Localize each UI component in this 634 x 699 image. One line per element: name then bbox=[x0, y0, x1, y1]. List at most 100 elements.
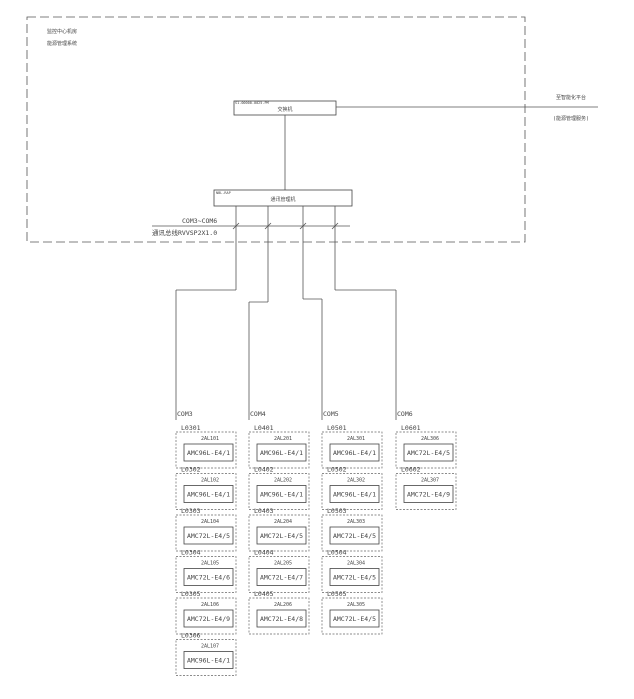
meter-model: AMC96L-E4/1 bbox=[260, 449, 303, 457]
meter-enclosure bbox=[175, 514, 237, 552]
meter-enclosure bbox=[175, 431, 237, 469]
meter-box bbox=[256, 568, 307, 586]
meter-box bbox=[256, 526, 307, 545]
com-port-label: COM5 bbox=[323, 410, 339, 418]
meter-tag: 2AL101 bbox=[201, 436, 219, 442]
meter-tag: 2AL202 bbox=[274, 478, 292, 484]
meter-enclosure bbox=[175, 556, 237, 593]
meter-box bbox=[329, 485, 380, 503]
meter-model: AMC72L-E4/5 bbox=[333, 532, 376, 540]
meter-enclosure bbox=[248, 431, 310, 469]
meter-box bbox=[403, 485, 454, 503]
meter-tag: 2AL102 bbox=[201, 478, 219, 484]
bus-label-ports: COM3~COM6 bbox=[182, 217, 217, 225]
meter-loop-id: L0503 bbox=[327, 507, 347, 515]
meter-model: AMC72L-E4/5 bbox=[333, 574, 376, 582]
meter-columns: COM3L03012AL101AMC96L-E4/1L03022AL102AMC… bbox=[175, 410, 457, 676]
meter-model: AMC72L-E4/7 bbox=[260, 574, 303, 582]
meter-loop-id: L0303 bbox=[181, 507, 201, 515]
meter-tag: 2AL305 bbox=[347, 602, 365, 608]
meter-tag: 2AL306 bbox=[421, 436, 439, 442]
meter-box bbox=[183, 609, 234, 628]
meter-box bbox=[329, 609, 380, 628]
meter-enclosure bbox=[321, 473, 383, 510]
meter-tag: 2AL204 bbox=[274, 519, 292, 525]
bus-wiring bbox=[175, 206, 397, 420]
meter-column-com5: COM5L05012AL301AMC96L-E4/1L05022AL302AMC… bbox=[321, 410, 383, 635]
meter-model: AMC72L-E4/9 bbox=[407, 491, 450, 499]
meter-box bbox=[329, 568, 380, 586]
com-port-label: COM6 bbox=[397, 410, 413, 418]
switch-node[interactable]: S1-00000-0025-PM 交换机 bbox=[233, 100, 337, 116]
meter-enclosure bbox=[321, 556, 383, 593]
meter-loop-id: L0502 bbox=[327, 466, 347, 474]
meter-box bbox=[256, 443, 307, 462]
meter-enclosure bbox=[175, 473, 237, 510]
meter-loop-id: L0301 bbox=[181, 424, 201, 432]
bus-label-cable: 通讯总线RVVSP2X1.0 bbox=[152, 228, 217, 237]
meter-model: AMC72L-E4/5 bbox=[260, 532, 303, 540]
meter-tag: 2AL201 bbox=[274, 436, 292, 442]
meter-tag: 2AL104 bbox=[201, 519, 219, 525]
gateway-model: NBL-RAP bbox=[216, 191, 231, 195]
meter-box bbox=[403, 443, 454, 462]
gateway-node[interactable]: NBL-RAP 通讯管理机 bbox=[213, 189, 353, 207]
meter-tag: 2AL304 bbox=[347, 561, 365, 567]
meter-loop-id: L0403 bbox=[254, 507, 274, 515]
meter-enclosure bbox=[248, 514, 310, 552]
meter-model: AMC96L-E4/1 bbox=[333, 449, 376, 457]
gateway-label: 通讯管理机 bbox=[270, 196, 295, 203]
meter-model: AMC96L-E4/1 bbox=[187, 657, 230, 665]
gateway-box bbox=[213, 189, 353, 207]
meter-tag: 2AL106 bbox=[201, 602, 219, 608]
meter-model: AMC72L-E4/5 bbox=[407, 449, 450, 457]
meter-tag: 2AL206 bbox=[274, 602, 292, 608]
meter-loop-id: L0401 bbox=[254, 424, 274, 432]
meter-enclosure bbox=[248, 473, 310, 510]
meter-loop-id: L0505 bbox=[327, 590, 347, 598]
meter-model: AMC96L-E4/1 bbox=[187, 491, 230, 499]
meter-box bbox=[329, 526, 380, 545]
meter-tag: 2AL307 bbox=[421, 478, 439, 484]
switch-label: 交换机 bbox=[277, 106, 292, 113]
meter-box bbox=[256, 485, 307, 503]
meter-model: AMC96L-E4/1 bbox=[333, 491, 376, 499]
meter-enclosure bbox=[248, 556, 310, 593]
meter-loop-id: L0304 bbox=[181, 549, 201, 557]
meter-loop-id: L0302 bbox=[181, 466, 201, 474]
meter-enclosure bbox=[321, 431, 383, 469]
meter-loop-id: L0601 bbox=[401, 424, 421, 432]
meter-enclosure bbox=[175, 639, 237, 676]
meter-box bbox=[183, 443, 234, 462]
meter-model: AMC96L-E4/1 bbox=[187, 449, 230, 457]
room-label-line1: 监控中心机房 bbox=[47, 28, 77, 35]
meter-enclosure bbox=[175, 597, 237, 635]
meter-loop-id: L0402 bbox=[254, 466, 274, 474]
meter-enclosure bbox=[321, 514, 383, 552]
meter-tag: 2AL301 bbox=[347, 436, 365, 442]
meter-loop-id: L0501 bbox=[327, 424, 347, 432]
meter-loop-id: L0306 bbox=[181, 632, 201, 640]
switch-model: S1-00000-0025-PM bbox=[235, 101, 269, 105]
uplink-label-line1: 至智能化平台 bbox=[556, 94, 586, 101]
meter-tag: 2AL303 bbox=[347, 519, 365, 525]
meter-column-com4: COM4L04012AL201AMC96L-E4/1L04022AL202AMC… bbox=[248, 410, 310, 635]
